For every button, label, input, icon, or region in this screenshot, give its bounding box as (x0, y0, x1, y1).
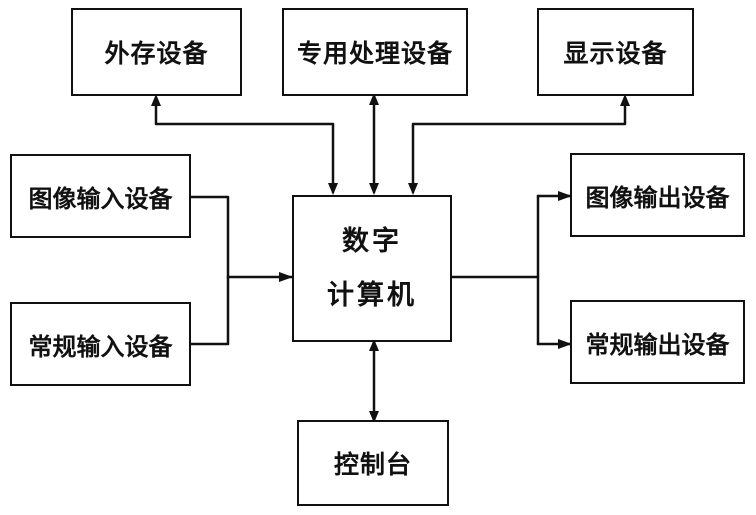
computer-label-line1: 数字 (342, 225, 402, 257)
arrow-up-special-processing (369, 93, 379, 105)
arrow-right-image-output (558, 191, 572, 201)
external-storage-block: 外存设备 (71, 8, 242, 96)
line-image-input (189, 195, 230, 279)
normal-input-block: 常规输入设备 (10, 302, 191, 386)
arrow-up-console-link (369, 339, 379, 351)
arrow-right-normal-output (558, 339, 572, 349)
image-output-block: 图像输出设备 (570, 153, 745, 237)
arrow-down-external-storage (328, 183, 338, 195)
line-display (411, 96, 627, 194)
arrow-right-to-computer (279, 272, 293, 282)
line-normal-input (189, 275, 230, 346)
arrow-up-display (620, 94, 630, 106)
arrow-down-display (408, 183, 418, 195)
display-block: 显示设备 (537, 8, 694, 96)
normal-output-block: 常规输出设备 (570, 300, 745, 384)
console-block: 控制台 (297, 420, 449, 506)
arrow-down-special-processing (369, 183, 379, 195)
computer-label-line2: 计算机 (327, 279, 417, 311)
image-input-block: 图像输入设备 (10, 154, 191, 238)
arrow-down-console-link (369, 411, 379, 423)
line-external-storage (154, 96, 335, 194)
special-processing-block: 专用处理设备 (282, 8, 468, 96)
digital-computer-block: 数字 计算机 (292, 195, 452, 342)
arrow-up-external-storage (151, 94, 161, 106)
